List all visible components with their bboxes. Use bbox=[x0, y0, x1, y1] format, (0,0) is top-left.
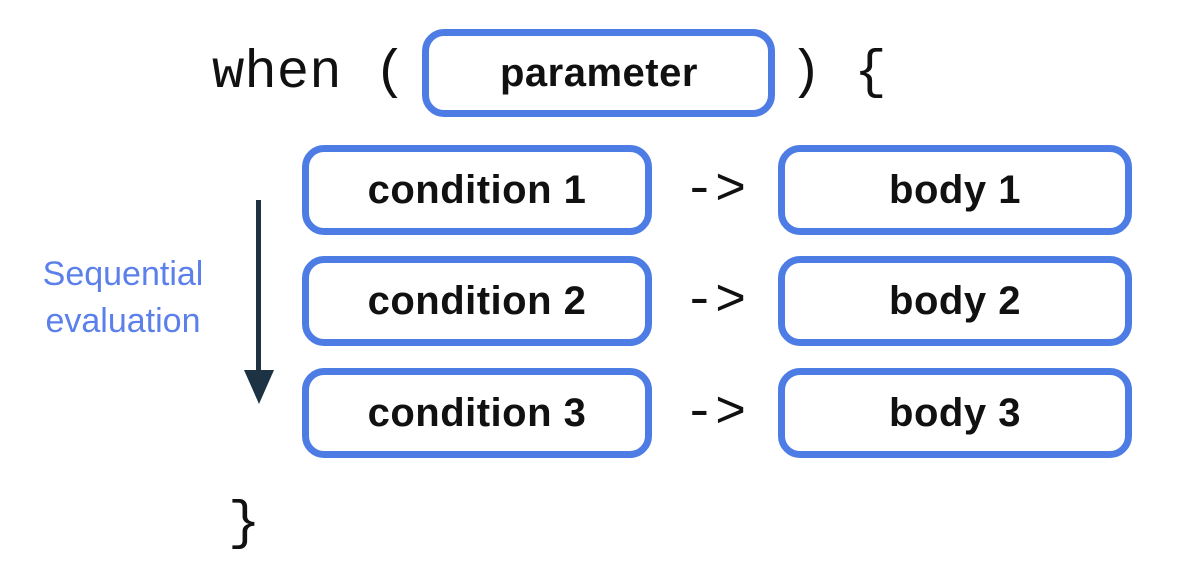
condition-1-label: condition 1 bbox=[367, 167, 587, 212]
arrow-operator-1: -> bbox=[683, 160, 747, 220]
parameter-label: parameter bbox=[499, 50, 698, 95]
parameter-box: parameter bbox=[422, 29, 776, 117]
arrow-operator-3: -> bbox=[683, 383, 747, 443]
when-header-line: when ( parameter ) { bbox=[212, 29, 887, 117]
body-3-box: body 3 bbox=[778, 368, 1132, 458]
condition-2-box: condition 2 bbox=[302, 256, 652, 346]
when-keyword-open-paren: when ( bbox=[212, 42, 407, 104]
branch-row-2: condition 2 -> body 2 bbox=[302, 256, 1132, 346]
arrow-operator-2: -> bbox=[683, 271, 747, 331]
body-2-box: body 2 bbox=[778, 256, 1132, 346]
condition-2-label: condition 2 bbox=[367, 278, 587, 323]
closing-brace: } bbox=[228, 494, 261, 555]
body-1-box: body 1 bbox=[778, 145, 1132, 235]
body-1-label: body 1 bbox=[889, 167, 1021, 212]
body-2-label: body 2 bbox=[889, 278, 1021, 323]
close-paren-open-brace: ) { bbox=[789, 42, 887, 104]
branch-row-3: condition 3 -> body 3 bbox=[302, 368, 1132, 458]
branch-row-1: condition 1 -> body 1 bbox=[302, 145, 1132, 235]
sequential-evaluation-arrow-line bbox=[256, 200, 261, 372]
sequential-evaluation-arrow-head-icon bbox=[244, 370, 274, 404]
body-3-label: body 3 bbox=[889, 390, 1021, 435]
condition-3-box: condition 3 bbox=[302, 368, 652, 458]
condition-3-label: condition 3 bbox=[367, 390, 587, 435]
condition-1-box: condition 1 bbox=[302, 145, 652, 235]
sequential-evaluation-label: Sequential evaluation bbox=[42, 255, 204, 340]
